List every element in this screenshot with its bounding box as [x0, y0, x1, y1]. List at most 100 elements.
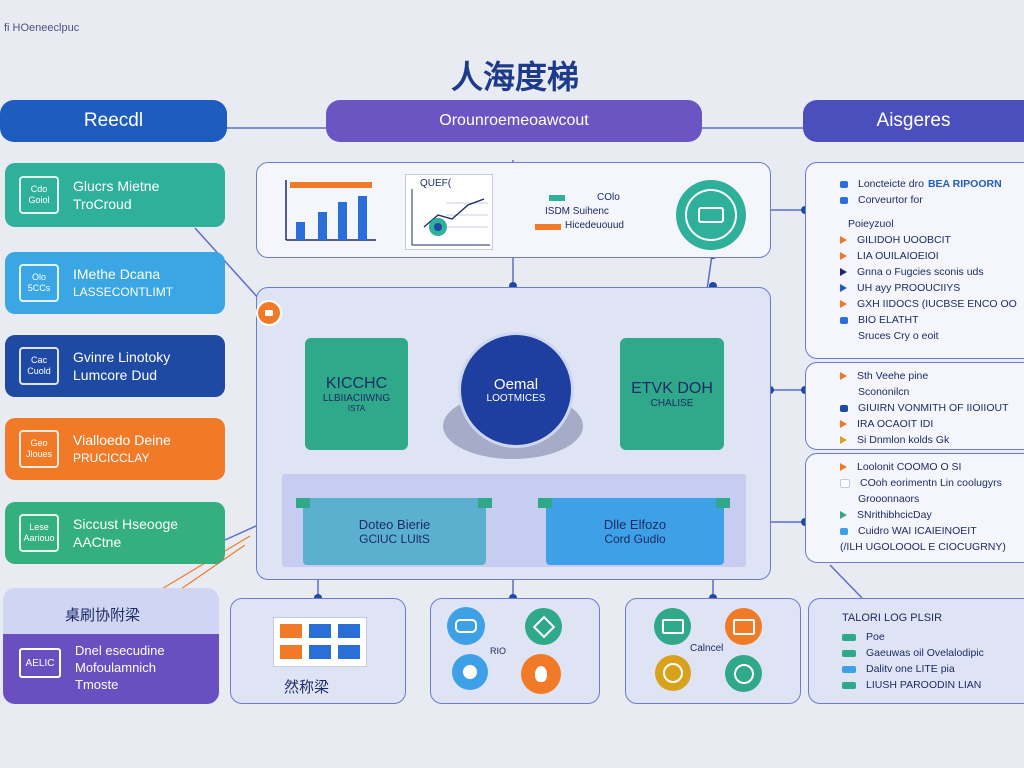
cloud-icon — [447, 607, 485, 645]
bottom-icons-label: RIO — [490, 646, 507, 656]
rp2-item-3: GIUIRN VONMITH OF IIOIIOUT — [858, 401, 1009, 414]
rp3-item-1: Loolonit COOMO O SI — [857, 460, 962, 473]
bottom-left-line-2: Mofoulamnich — [75, 660, 156, 675]
mini-chart-label: QUEF( — [420, 178, 452, 189]
flame-icon — [521, 654, 561, 694]
rp1-item-7: Sruces Cry o eoit — [858, 329, 939, 342]
bottom-panel-tools — [625, 598, 801, 704]
legend-swatch-green — [549, 195, 565, 201]
right-panel-3-content: Loolonit COOMO O SI COoh eorimentn Lin c… — [840, 459, 1020, 555]
cloud-device-icon — [676, 180, 746, 250]
brp-item-4: LIUSH PAROODIN LIAN — [866, 678, 982, 691]
brp-item-3: Dalitv one LITE pia — [866, 662, 955, 675]
lower-box-right-line-1: Dlle Elfozo — [603, 517, 667, 532]
pill-left[interactable]: Reecdl — [0, 100, 227, 142]
right-node-line-1: ETVK DOH — [631, 379, 713, 397]
rp1-item-4: UH ayy PROOUCIIYS — [857, 281, 961, 294]
bottom-left-line-1: Dnel esecudine — [75, 643, 165, 658]
rp3-item-4: SNrithibhcicDay — [857, 508, 932, 521]
lower-box-right-line-2: Cord Gudlo — [604, 532, 666, 546]
card-5-line-2: AACtne — [73, 534, 122, 550]
bottom-grid-label: 然称梁 — [284, 679, 330, 696]
pill-center[interactable]: Orounroemeoawcout — [326, 100, 702, 142]
card-4-line-1: Vialloedo Deine — [73, 432, 171, 448]
card-1-line-1: Glucrs Mietne — [73, 178, 160, 194]
card-3-line-2: Lumcore Dud — [73, 367, 158, 383]
brp-item-2: Gaeuwas oil Ovelalodipic — [866, 646, 984, 659]
rp1-subhead: Poieyzuol — [848, 217, 894, 230]
center-node[interactable]: Oemal LOOTMICES — [458, 332, 574, 448]
pill-right-label: Aisgeres — [876, 110, 951, 131]
legend-line-1: COlo — [597, 192, 620, 203]
toolbox-icon — [654, 608, 691, 645]
center-node-line-1: Oemal — [493, 376, 539, 393]
rp1-item-6: BIO ELATHT — [858, 313, 919, 326]
pill-left-label: Reecdl — [83, 110, 144, 131]
rp2-item-1: Sth Veehe pine — [857, 369, 929, 382]
left-node-line-1: KICCHC — [325, 375, 388, 392]
grid-calendar-icon — [273, 617, 367, 667]
rp1-row-2: Corveurtor for — [858, 193, 923, 206]
left-node[interactable]: KICCHC LLBIIACIIWNG ISTA — [305, 338, 408, 450]
corner-tab-1 — [296, 498, 310, 508]
card-3-line-1: Gvinre Linotoky — [73, 349, 171, 365]
corner-tab-3 — [538, 498, 552, 508]
rp3-item-3: Grooonnaors — [858, 492, 920, 505]
tag-icon — [525, 608, 562, 645]
rp1-item-3: Gnna o Fugcies sconis uds — [857, 265, 984, 278]
rp3-item-6: (/ILH UGOLOOOL E CIOCUGRNY) — [840, 540, 1006, 553]
card-1-line-2: TroCroud — [73, 196, 132, 212]
orange-marker-icon — [256, 300, 282, 326]
rp1-row-1: Loncteicte dro — [858, 177, 924, 190]
brp-header: TALORI LOG PLSIR — [842, 611, 943, 624]
bottom-tools-label: Calncel — [690, 643, 724, 654]
card-5-line-1: Siccust Hseooge — [73, 516, 179, 532]
badge-icon — [725, 655, 762, 692]
lower-box-left[interactable]: Doteo Bierie GClUC LUltS — [303, 498, 486, 565]
right-panel-2-content: Sth Veehe pine Scononilcn GIUIRN VONMITH… — [840, 368, 1020, 448]
bottom-left-card[interactable]: 桌刷协附梁 AELIC Dnel esecudine Mofoulamnich … — [3, 588, 219, 704]
bottom-left-body: AELIC Dnel esecudine Mofoulamnich Tmoste — [3, 634, 219, 704]
left-node-line-3: ISTA — [347, 404, 366, 413]
corner-tab-2 — [478, 498, 492, 508]
briefcase-icon — [725, 608, 762, 645]
bottom-left-badge-icon: AELIC — [19, 648, 61, 678]
brp-item-1: Poe — [866, 630, 885, 643]
page-title: 人海度梯 — [450, 59, 579, 95]
center-node-line-2: LOOTMICES — [486, 393, 546, 404]
right-panel-1 — [805, 162, 1024, 359]
lower-box-left-line-2: GClUC LUltS — [359, 532, 430, 546]
rp2-item-4: IRA OCAOIT IDI — [857, 417, 934, 430]
lower-box-left-line-1: Doteo Bierie — [358, 517, 431, 532]
mini-bar-chart-icon — [280, 176, 380, 244]
bottom-right-panel-content: TALORI LOG PLSIR Poe Gaeuwas oil Ovelalo… — [842, 610, 1020, 693]
rp2-item-5: Si Dnmlon kolds Gk — [857, 433, 950, 446]
rp1-item-2: LIA OUILAIOEIOI — [857, 249, 939, 262]
rp3-item-2: COoh eorimentn Lin coolugyrs — [860, 476, 1002, 489]
card-2-line-2: LASSECONTLIMT — [73, 285, 174, 299]
rp3-item-5: Cuidro WAI ICAIEINOEIT — [858, 524, 977, 537]
rp1-item-1: GILIDOH UOOBCIT — [857, 233, 951, 246]
legend-line-3: Hicedeuouud — [565, 220, 624, 231]
user-icon — [452, 654, 488, 690]
lower-box-right[interactable]: Dlle Elfozo Cord Gudlo — [546, 498, 724, 565]
rp2-item-2: Scononilcn — [858, 385, 910, 398]
corner-tab-4 — [716, 498, 730, 508]
right-panel-3 — [805, 453, 1024, 563]
card-4-line-2: PRUCICCLAY — [73, 451, 150, 465]
mini-line-chart-icon: QUEF( — [405, 174, 493, 250]
corner-label: fi HOeneeclpuc — [4, 22, 80, 34]
right-node[interactable]: ETVK DOH CHALISE — [620, 338, 724, 450]
pill-right[interactable]: Aisgeres — [803, 100, 1024, 142]
bottom-left-header: 桌刷协附梁 — [65, 607, 141, 624]
